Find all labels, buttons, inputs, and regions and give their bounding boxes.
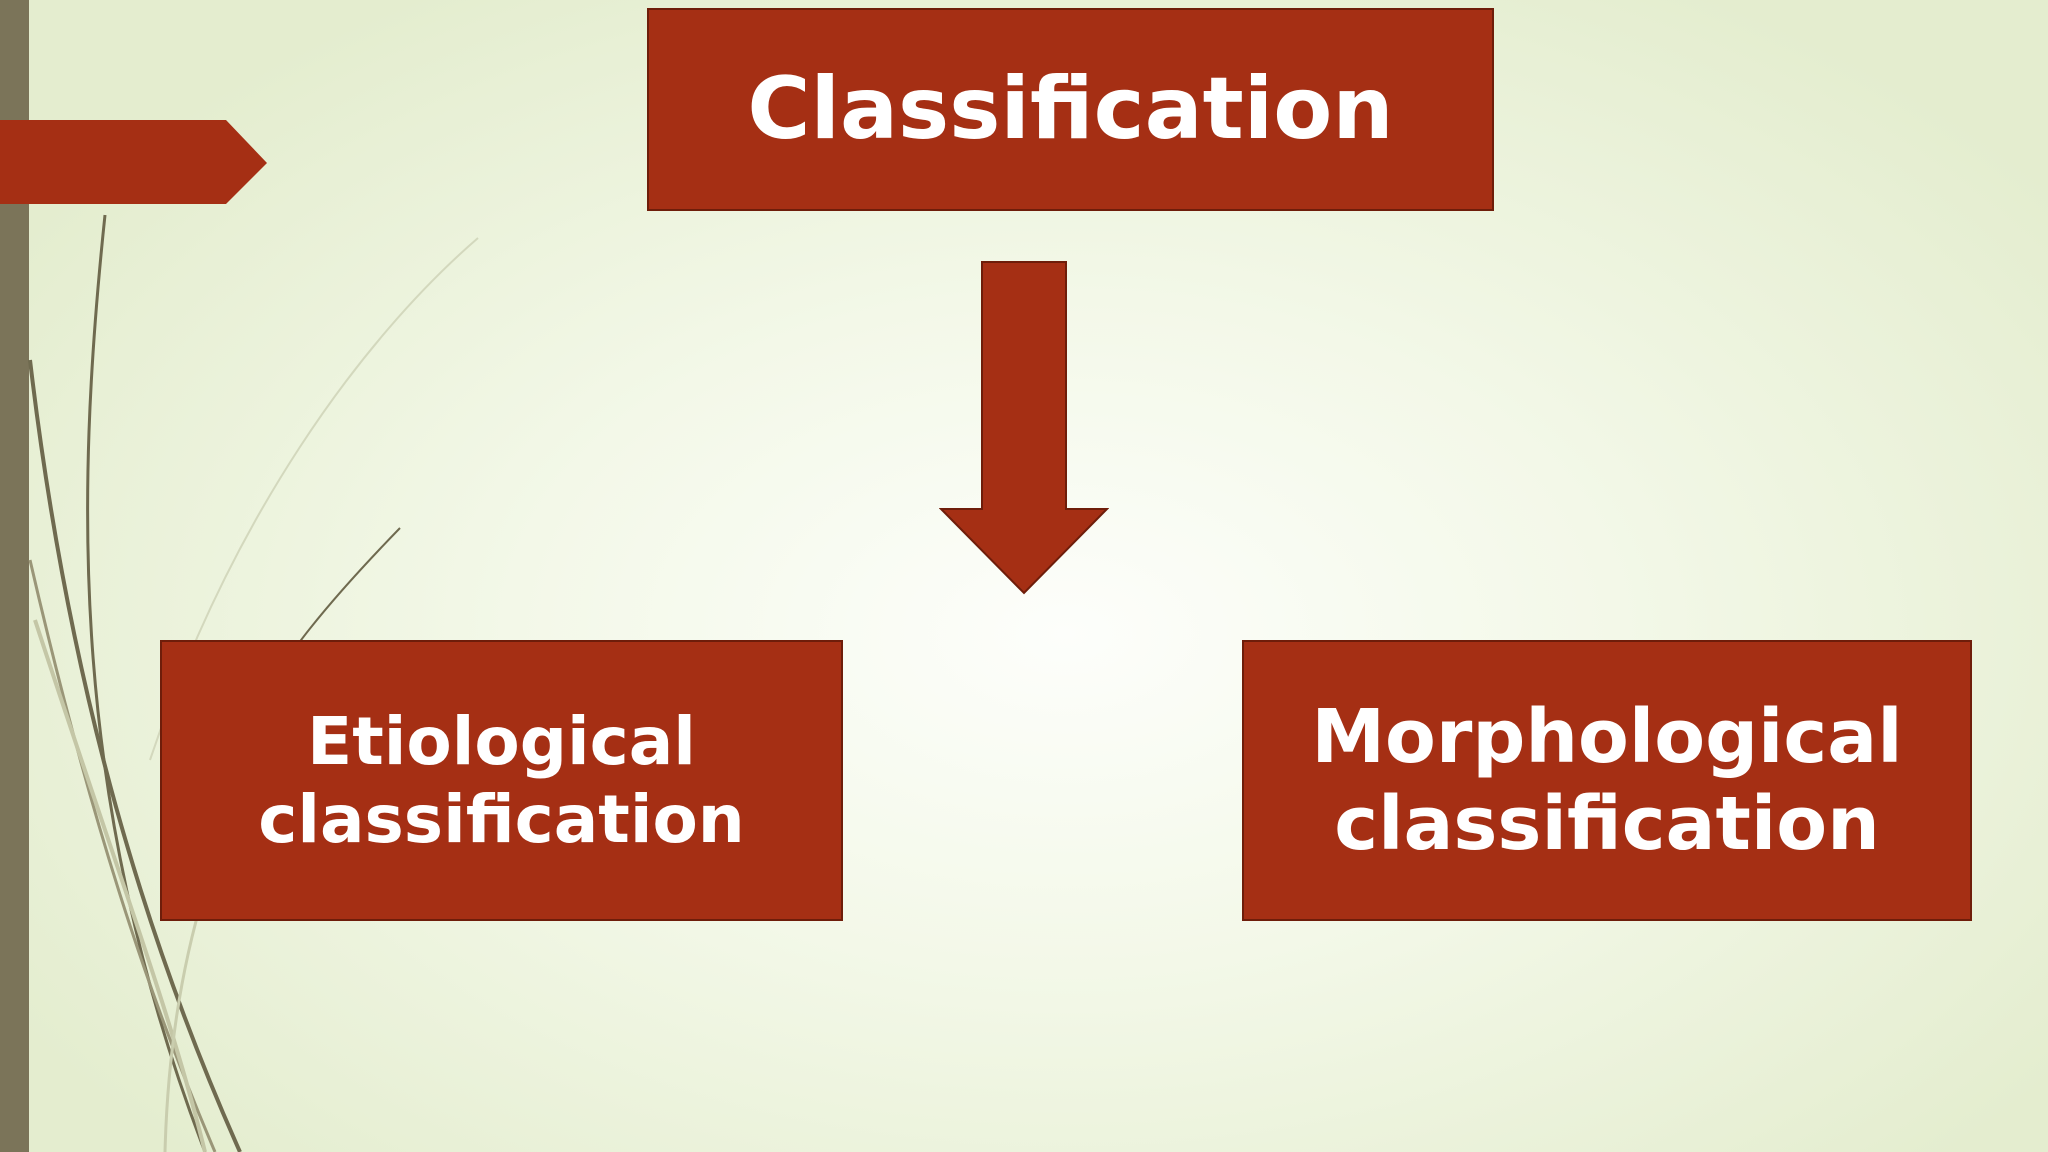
etiological-classification-box: Etiological classification bbox=[160, 640, 843, 921]
morphological-label-line-2: classification bbox=[1334, 780, 1880, 867]
etiological-label-line-1: Etiological bbox=[307, 703, 696, 781]
classification-root-label: Classification bbox=[747, 59, 1394, 160]
morphological-classification-box: Morphological classification bbox=[1242, 640, 1972, 921]
etiological-label-line-2: classification bbox=[258, 780, 745, 858]
title-flag-marker bbox=[0, 120, 267, 204]
down-arrow-icon bbox=[939, 261, 1109, 595]
morphological-label-line-1: Morphological bbox=[1311, 693, 1903, 780]
classification-root-box: Classification bbox=[647, 8, 1494, 211]
